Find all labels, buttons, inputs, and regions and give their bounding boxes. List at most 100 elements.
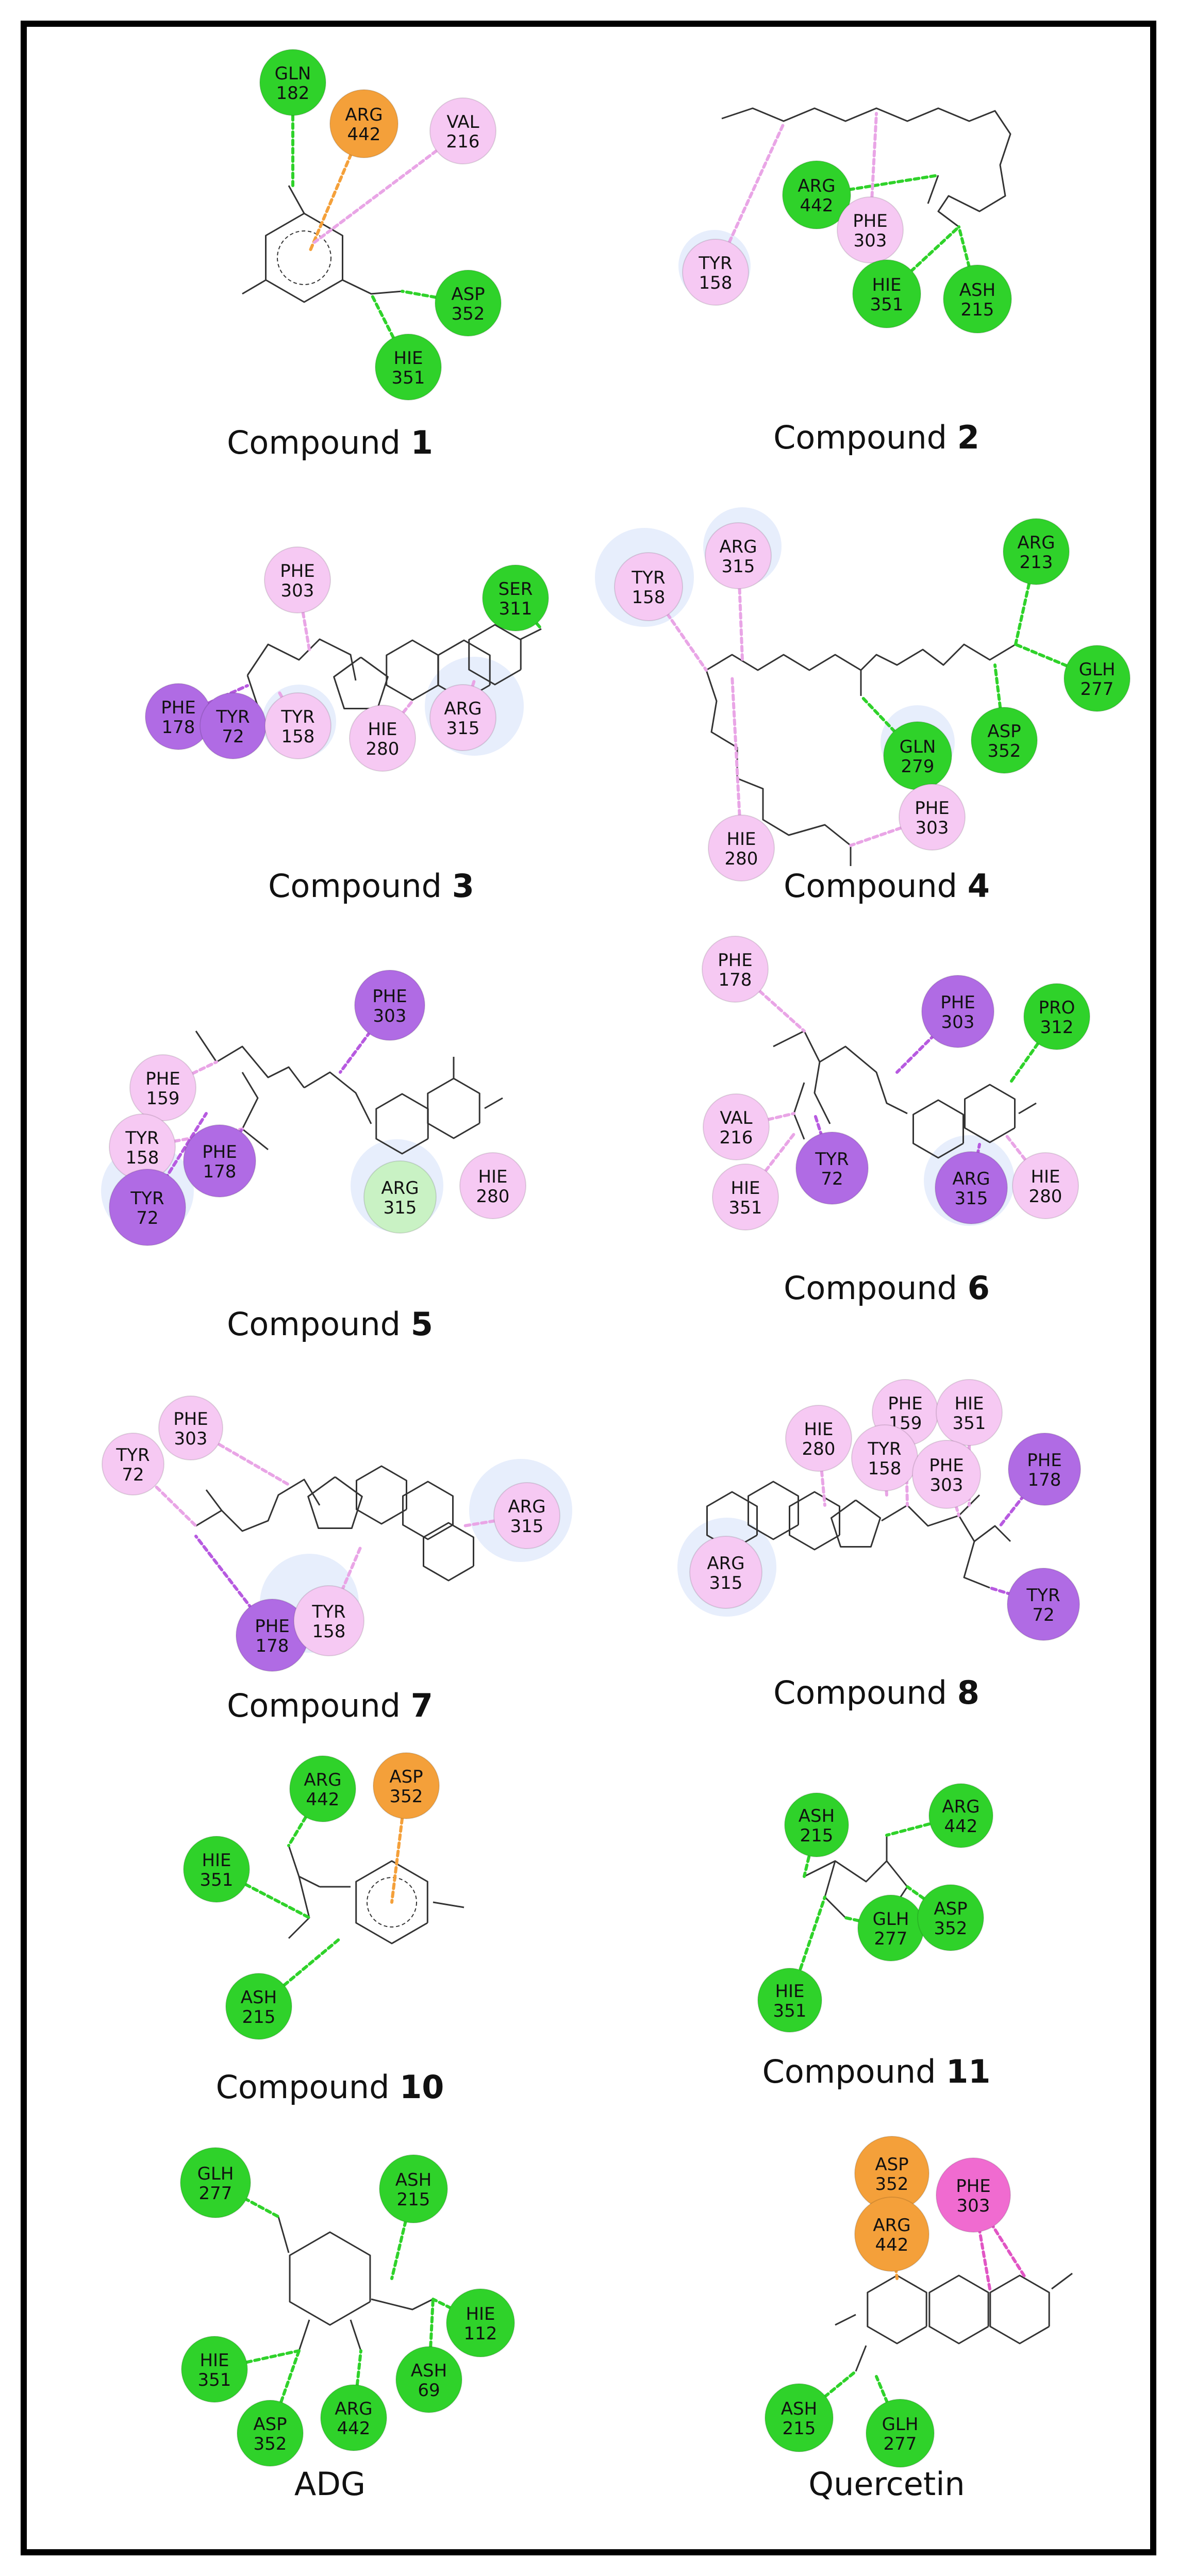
residue-circle [181, 2336, 248, 2403]
residue-circle [129, 1054, 196, 1121]
residue-number: 72 [1032, 1605, 1054, 1625]
residue-number: 72 [122, 1465, 144, 1485]
bond-line [867, 2274, 927, 2345]
residue-number: 442 [337, 2418, 371, 2439]
caption-label: Compound [216, 2068, 400, 2106]
ligand-structure [246, 624, 542, 709]
residue-name: ARG [345, 105, 383, 125]
residue-name: ASP [253, 2414, 287, 2435]
residue-circle [349, 705, 416, 772]
residue-number: 112 [464, 2323, 497, 2344]
residue-number: 158 [699, 273, 733, 293]
caption-number: 4 [968, 867, 990, 905]
residue-circle [225, 1973, 292, 2040]
caption-label: Compound [227, 1687, 411, 1724]
bond-line [242, 279, 267, 295]
interaction-line [1014, 643, 1099, 680]
residue-number: 351 [729, 1198, 762, 1218]
residue-name: PHE [280, 561, 315, 581]
residue-name: TYR [215, 707, 250, 727]
residue-name: VAL [446, 112, 479, 132]
residue-name: ARG [952, 1169, 990, 1189]
residue-circle [682, 239, 749, 306]
bond-line [333, 656, 389, 709]
compound-caption: Compound 11 [762, 2053, 991, 2090]
residue-number: 215 [800, 1825, 834, 1846]
residue-name: ASH [411, 2361, 447, 2381]
caption-label: Compound [784, 867, 968, 905]
residue-circle [446, 2288, 515, 2357]
panel-4: TYR158ARG315ARG213GLH277GLN279ASP352HIE2… [595, 507, 1131, 905]
residue-circle [837, 196, 904, 263]
bond-line [307, 1476, 363, 1529]
residue-circle [1008, 1433, 1081, 1506]
bond-line [748, 1481, 799, 1540]
residue-name: ASH [241, 1987, 277, 2008]
interaction-line [269, 2349, 301, 2435]
residue-name: HIE [804, 1419, 833, 1440]
bond-line [881, 1504, 1011, 1542]
residue-number: 303 [373, 1006, 407, 1026]
bond-line [824, 1860, 846, 1919]
residue-number: 215 [242, 2007, 276, 2027]
bond-line [1018, 1102, 1037, 1115]
residue-circle [264, 692, 331, 759]
residue-number: 277 [884, 2434, 917, 2454]
residue-circle [264, 546, 331, 613]
residue-number: 303 [957, 2196, 990, 2216]
residue-name: HIE [872, 275, 901, 295]
residue-number: 280 [366, 739, 400, 759]
residue-name: ASP [389, 1767, 423, 1787]
residue-name: TYR [130, 1188, 164, 1209]
bond-line [288, 185, 305, 214]
residue-name: ASP [934, 1899, 967, 1919]
caption-number: 3 [452, 867, 474, 905]
residue-name: PHE [718, 950, 753, 971]
caption-number: 2 [957, 419, 979, 456]
residue-number: 280 [476, 1186, 510, 1207]
figure-frame [21, 21, 1156, 2555]
compound-caption: Compound 7 [227, 1687, 433, 1724]
ligand-structure [835, 2272, 1073, 2372]
compound-caption: ADG [294, 2465, 366, 2503]
bond-line [423, 1522, 474, 1582]
bond-line [830, 1499, 882, 1548]
residue-name: ARG [798, 176, 835, 196]
residue-circle [1007, 1568, 1080, 1641]
residue-name: HIE [954, 1393, 984, 1414]
residue-circle [852, 259, 921, 328]
panel-6: PHE178PHE303PRO312VAL216TYR72HIE351ARG31… [702, 936, 1090, 1307]
residue-name: PHE [940, 992, 975, 1013]
residue-name: ASH [781, 2399, 817, 2419]
residue-circle [935, 1151, 1008, 1224]
residue-number: 311 [499, 599, 533, 619]
bond-line [835, 2314, 856, 2326]
residue-circle [936, 1379, 1003, 1446]
